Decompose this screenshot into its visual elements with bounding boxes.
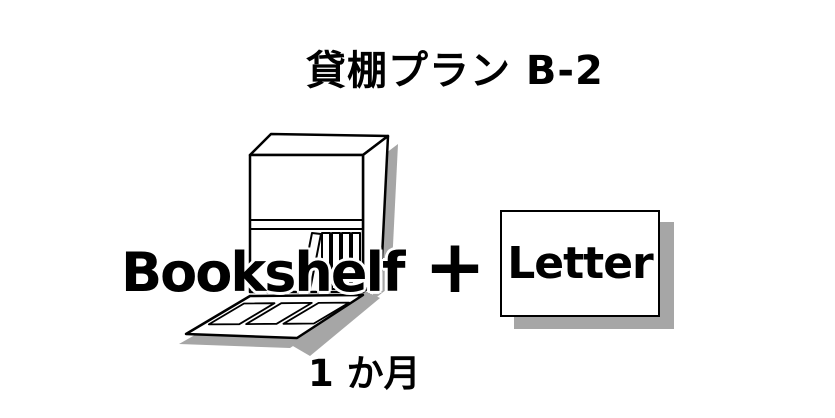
book — [341, 232, 351, 290]
letter-card: Letter — [500, 210, 660, 317]
door-panel — [245, 301, 313, 326]
bookshelf-label: Bookshelf — [121, 241, 405, 304]
book-tilted — [300, 232, 322, 291]
book — [321, 232, 331, 290]
book — [331, 232, 341, 290]
page-title: 貸棚プラン B-2 — [306, 48, 604, 94]
door-panel — [207, 302, 276, 326]
book — [351, 232, 361, 290]
letter-label: Letter — [507, 238, 653, 289]
bookshelf-diagonal-shadow — [286, 290, 380, 356]
duration-label: 1 か月 — [308, 352, 421, 395]
door-panel — [282, 301, 351, 325]
plus-icon: + — [423, 224, 486, 310]
